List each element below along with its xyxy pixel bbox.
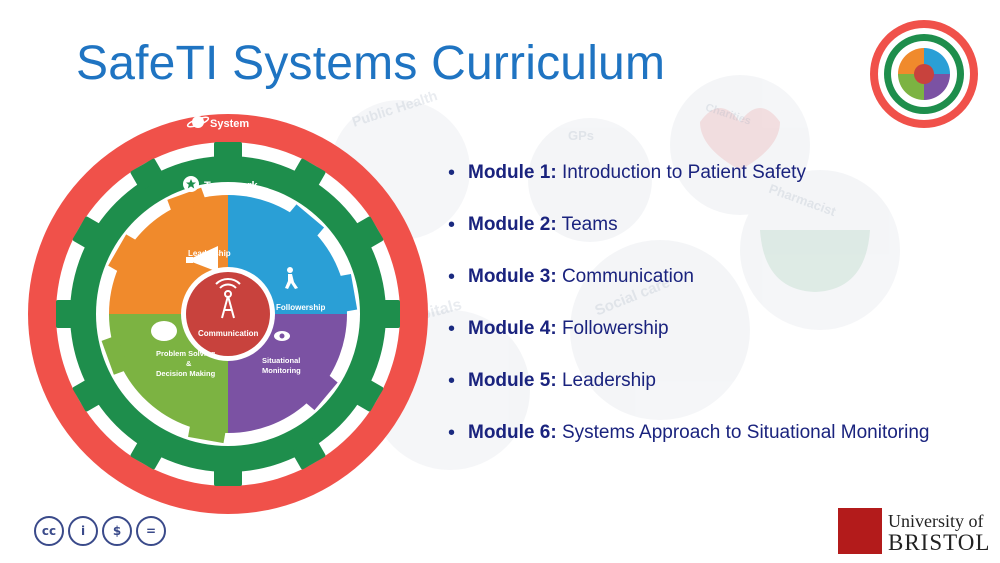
university-logo: University of BRISTOL: [838, 508, 994, 556]
by-icon: i: [68, 516, 98, 546]
university-crest-icon: [838, 508, 882, 554]
label-ampersand: &: [186, 359, 192, 368]
label-problem-solving: Problem Solving: [156, 349, 216, 358]
license-icons: cc i $ =: [34, 516, 166, 546]
list-item: Module 1: Introduction to Patient Safety: [446, 158, 929, 210]
label-decision-making: Decision Making: [156, 369, 216, 378]
antenna-icon: [215, 278, 241, 319]
nc-icon: $: [102, 516, 132, 546]
megaphone-icon: [186, 246, 218, 272]
university-line2: BRISTOL: [888, 530, 991, 555]
nd-icon: =: [136, 516, 166, 546]
cc-icon: cc: [34, 516, 64, 546]
label-followership: Followership: [276, 303, 325, 312]
page-title: SafeTI Systems Curriculum: [76, 37, 666, 90]
brain-icon: [151, 321, 177, 341]
list-item: Module 3: Communication: [446, 262, 929, 314]
list-item: Module 4: Followership: [446, 314, 929, 366]
curriculum-gear-diagram: System Teamwork Leadership Followership …: [14, 100, 442, 528]
star-icon: [183, 176, 199, 192]
list-item: Module 5: Leadership: [446, 366, 929, 418]
label-monitoring: Monitoring: [262, 366, 301, 375]
label-leadership: Leadership: [188, 249, 231, 258]
eye-icon: [274, 331, 290, 341]
label-system: System: [210, 118, 249, 130]
watermark-label: Charities: [704, 102, 752, 128]
safeti-logo-badge: [870, 20, 978, 128]
list-item: Module 6: Systems Approach to Situationa…: [446, 418, 929, 470]
list-item: Module 2: Teams: [446, 210, 929, 262]
label-situational: Situational: [262, 356, 300, 365]
label-communication: Communication: [198, 329, 259, 338]
watermark-label: GPs: [568, 128, 594, 143]
label-teamwork: Teamwork: [204, 180, 258, 192]
planet-icon: [186, 116, 210, 128]
walking-person-icon: [285, 267, 298, 289]
university-line1: University of: [888, 511, 984, 531]
module-list: Module 1: Introduction to Patient Safety…: [446, 158, 929, 470]
